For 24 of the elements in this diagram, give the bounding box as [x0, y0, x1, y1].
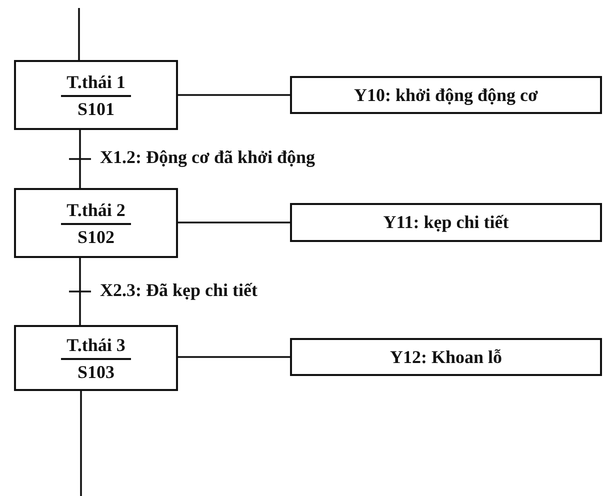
step-code: S102 [77, 226, 114, 248]
action-box [290, 76, 602, 114]
transition-label: X1.2: Động cơ đã khởi động [100, 146, 315, 168]
step-box [14, 60, 178, 130]
action-text: Y11: kẹp chi tiết [383, 212, 509, 233]
action-box [290, 203, 602, 242]
transition-line [68, 129, 92, 189]
step-name: T.thái 2 [60, 198, 132, 224]
action-box [290, 338, 602, 376]
step-box [14, 188, 178, 258]
step-name: T.thái 3 [60, 332, 132, 360]
step-name: T.thái 1 [60, 70, 132, 96]
step-code: S103 [77, 360, 114, 384]
action-text: Y10: khởi động động cơ [354, 84, 538, 106]
connector-line [80, 391, 82, 496]
transition-line [68, 257, 92, 326]
step-box [14, 325, 178, 391]
connector-line [178, 222, 290, 224]
action-text: Y12: Khoan lỗ [390, 346, 502, 368]
transition-label: X2.3: Đã kẹp chi tiết [100, 278, 258, 300]
connector-line [178, 356, 290, 358]
step-code: S101 [77, 98, 114, 120]
connector-line [178, 94, 290, 96]
connector-line [78, 8, 80, 60]
